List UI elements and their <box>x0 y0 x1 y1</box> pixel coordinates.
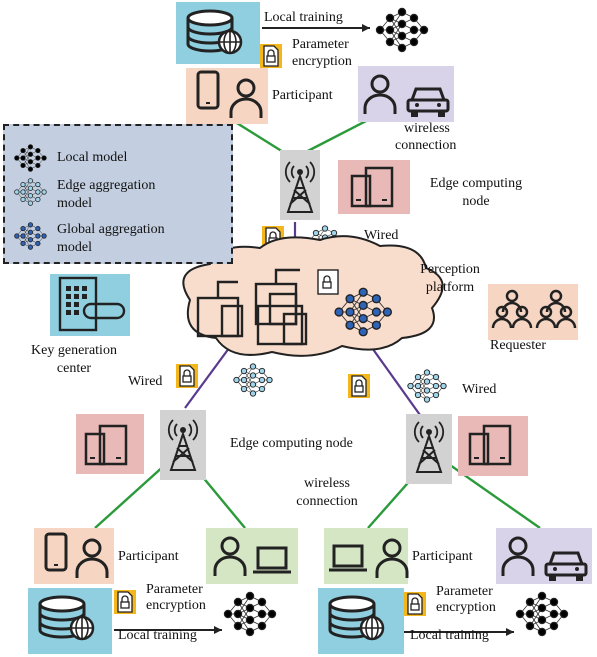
br-lock-icon <box>403 591 427 617</box>
requester-label: Requester <box>490 338 546 353</box>
mid-wired-right: Wired <box>462 382 497 397</box>
br-participant-label: Participant <box>412 549 473 564</box>
mid-wireless-line1: wireless <box>304 476 350 491</box>
br-local-model-icon <box>515 591 569 637</box>
legend-box: Local model Edge aggregation model Globa… <box>3 124 233 264</box>
top-lock-icon <box>259 43 283 69</box>
bl-param-enc-line2: encryption <box>146 598 206 613</box>
keygen-line1: Key generation <box>31 343 117 358</box>
perception-line1: Perception <box>420 262 480 277</box>
cloud-servers <box>196 268 308 346</box>
top-edge-node-line2: node <box>462 194 490 209</box>
top-participant-label: Participant <box>272 88 333 103</box>
bl-participant-label: Participant <box>118 549 179 564</box>
bl-lock-icon <box>113 589 137 615</box>
keygen-icon <box>58 276 126 332</box>
perception-line2: platform <box>425 280 475 295</box>
mid-right-lock-icon <box>347 373 371 399</box>
top-wireless-line2: connection <box>395 138 457 153</box>
legend-local-model-icon <box>14 144 47 172</box>
mid-wired-left: Wired <box>128 374 163 389</box>
top-wired-label: Wired <box>364 228 399 243</box>
mid-wireless-line2: connection <box>296 494 358 509</box>
top-local-model-icon <box>375 7 429 53</box>
legend-global-model-line1: Global aggregation <box>57 222 165 237</box>
br-param-enc-line2: encryption <box>436 600 496 615</box>
legend-global-model-line2: model <box>57 240 92 255</box>
bl-local-training-label: Local training <box>118 628 197 643</box>
br-param-enc-line1: Parameter <box>436 584 493 599</box>
top-param-enc-line1: Parameter <box>292 37 349 52</box>
legend-icons <box>14 144 47 250</box>
mid-edge-node-label: Edge computing node <box>230 436 353 451</box>
keygen-line2: center <box>56 361 92 376</box>
legend-edge-model-line2: model <box>57 196 92 211</box>
br-local-training-label: Local training <box>410 628 489 643</box>
top-param-enc-line2: encryption <box>292 54 352 69</box>
bl-local-model-icon <box>223 591 277 637</box>
top-wireless-line1: wireless <box>404 121 450 136</box>
cloud-doc-lock-icon <box>317 269 339 295</box>
bl-param-enc-line1: Parameter <box>146 582 203 597</box>
top-edge-node-line1: Edge computing <box>429 176 523 191</box>
top-local-training-label: Local training <box>264 10 343 25</box>
mid-left-lock-icon <box>175 363 199 389</box>
legend-edge-model-line1: Edge aggregation <box>57 178 156 193</box>
legend-local-model: Local model <box>57 150 128 165</box>
